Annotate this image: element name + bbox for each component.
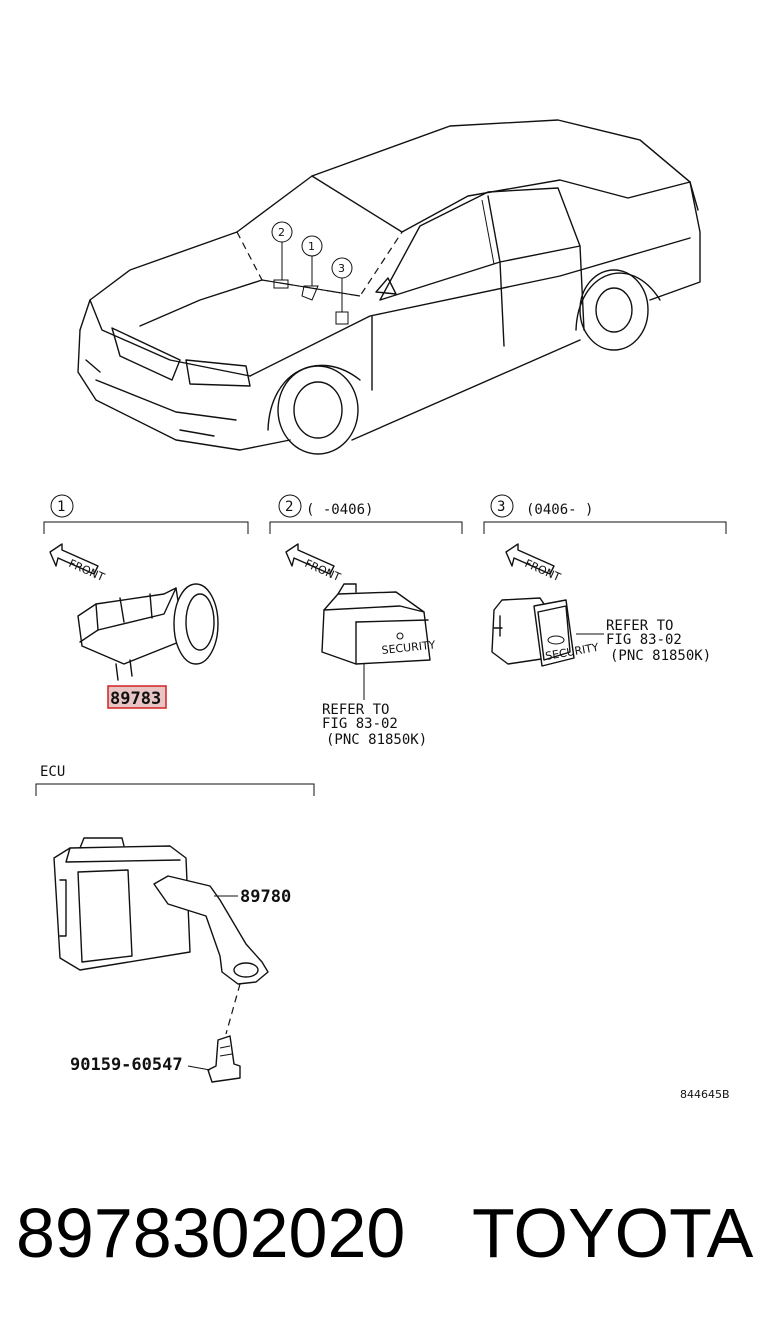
footer-brand: TOYOTA — [472, 1194, 754, 1272]
view-3-refer-3: (PNC 81850K) — [610, 648, 711, 664]
view-2-badge: SECURITY — [381, 638, 436, 657]
ecu-section: ECU 89780 90159-60547 — [35, 764, 315, 1083]
view-2-refer-2[interactable]: FIG 83-02 — [322, 716, 398, 732]
part-number-89780[interactable]: 89780 — [240, 887, 291, 907]
diagram-code: 844645B — [680, 1088, 730, 1101]
car-callout-3: 3 — [338, 262, 345, 275]
highlight-box — [107, 685, 167, 709]
view-1-callout: 1 — [57, 499, 65, 515]
view-2-switch: 2 ( -0406) FRONT SECURITY REFER TO FIG 8… — [269, 494, 463, 748]
view-3-refer-2[interactable]: FIG 83-02 — [606, 632, 682, 648]
part-number-89783[interactable]: 89783 — [110, 689, 161, 709]
part-number-90159-60547[interactable]: 90159-60547 — [70, 1055, 183, 1075]
view-2-refer-1: REFER TO — [322, 702, 389, 718]
view-3-switch: 3 (0406- ) FRONT SECURITY REFER TO FIG 8… — [483, 494, 727, 667]
view-2-range: ( -0406) — [306, 502, 373, 518]
view-1-sensor: 1 FRONT 89783 — [43, 494, 249, 709]
view-3-range: (0406- ) — [526, 502, 593, 518]
footer-part-number: 8978302020 — [16, 1194, 406, 1272]
front-arrow-icon: FRONT — [285, 543, 343, 584]
front-arrow-icon: FRONT — [49, 543, 107, 584]
car-callout-2: 2 — [278, 226, 285, 239]
ecu-label: ECU — [40, 764, 65, 780]
view-2-refer-3: (PNC 81850K) — [326, 732, 427, 748]
front-arrow-icon: FRONT — [505, 543, 563, 584]
footer: 8978302020 TOYOTA — [0, 1188, 760, 1278]
view-3-callout: 3 — [497, 499, 505, 515]
view-3-refer-1: REFER TO — [606, 618, 673, 634]
parts-diagram: 2 1 3 1 FRONT 89783 2 — [35, 119, 730, 1101]
view-2-callout: 2 — [285, 499, 293, 515]
car-illustration: 2 1 3 — [77, 119, 701, 455]
car-callout-1: 1 — [308, 240, 315, 253]
